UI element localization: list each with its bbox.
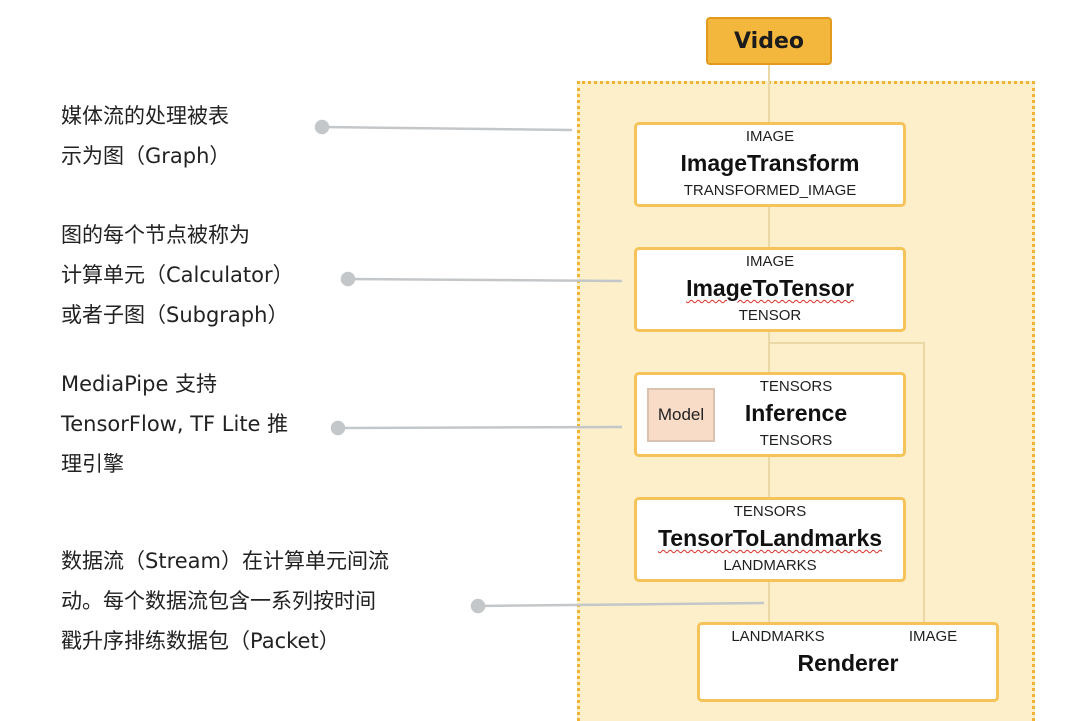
node-output-port: LANDMARKS [723,557,817,574]
note-line: MediaPipe 支持 [61,372,218,396]
node-input-port: IMAGE [745,253,795,270]
node-title: TensorToLandmarks [657,525,883,551]
note-calculator: 图的每个节点被称为 计算单元（Calculator） 或者子图（Subgraph… [61,215,294,335]
note-inference-engines: MediaPipe 支持 TensorFlow, TF Lite 推 理引擎 [61,364,288,484]
pointer-line-calculator [347,277,623,283]
note-line: 戳升序排练数据包（Packet） [61,629,340,653]
note-line: 示为图（Graph） [61,144,231,168]
node-output-port: TENSOR [738,307,802,324]
note-line: 数据流（Stream）在计算单元间流 [61,549,389,573]
node-input-port-image: IMAGE [908,628,958,645]
node-input-port: IMAGE [745,128,795,145]
node-output-port: TENSORS [759,432,833,449]
node-renderer: LANDMARKS IMAGE Renderer [697,622,999,702]
note-line: 图的每个节点被称为 [61,223,250,247]
video-source-node: Video [706,17,832,65]
note-line: 计算单元（Calculator） [61,263,294,287]
video-label: Video [734,28,804,54]
node-imagetransform: IMAGE ImageTransform TRANSFORMED_IMAGE [634,122,906,207]
node-input-port: TENSORS [759,378,833,395]
node-title: Renderer [797,650,899,676]
pointer-dot-graph [314,119,330,135]
pointer-dot-inference [330,420,346,436]
pointer-dot-calculator [340,271,356,287]
node-input-port: TENSORS [733,503,807,520]
note-graph: 媒体流的处理被表 示为图（Graph） [61,96,230,176]
node-tensortolandmarks: TENSORS TensorToLandmarks LANDMARKS [634,497,906,582]
node-title: ImageToTensor [686,275,854,301]
pointer-line-stream [477,601,765,608]
node-title: Inference [744,400,848,426]
note-line: 媒体流的处理被表 [61,104,229,128]
note-line: 或者子图（Subgraph） [61,303,289,327]
note-line: TensorFlow, TF Lite 推 [61,412,289,436]
node-title: ImageTransform [680,150,860,176]
pointer-dot-stream [470,598,486,614]
note-line: 动。每个数据流包含一系列按时间 [61,589,376,613]
node-output-port: TRANSFORMED_IMAGE [683,182,857,199]
edge-image-to-renderer [769,342,925,622]
node-input-port-landmarks: LANDMARKS [731,628,825,645]
note-line: 理引擎 [61,452,124,476]
pointer-line-inference [337,425,623,430]
node-inference: Model TENSORS Inference TENSORS [634,372,906,457]
node-imagetotensor: IMAGE ImageToTensor TENSOR [634,247,906,332]
note-stream: 数据流（Stream）在计算单元间流 动。每个数据流包含一系列按时间 戳升序排练… [61,541,389,661]
connectors [314,65,925,622]
model-box: Model [647,388,715,442]
model-label: Model [657,405,705,424]
pointer-line-graph [321,125,573,132]
